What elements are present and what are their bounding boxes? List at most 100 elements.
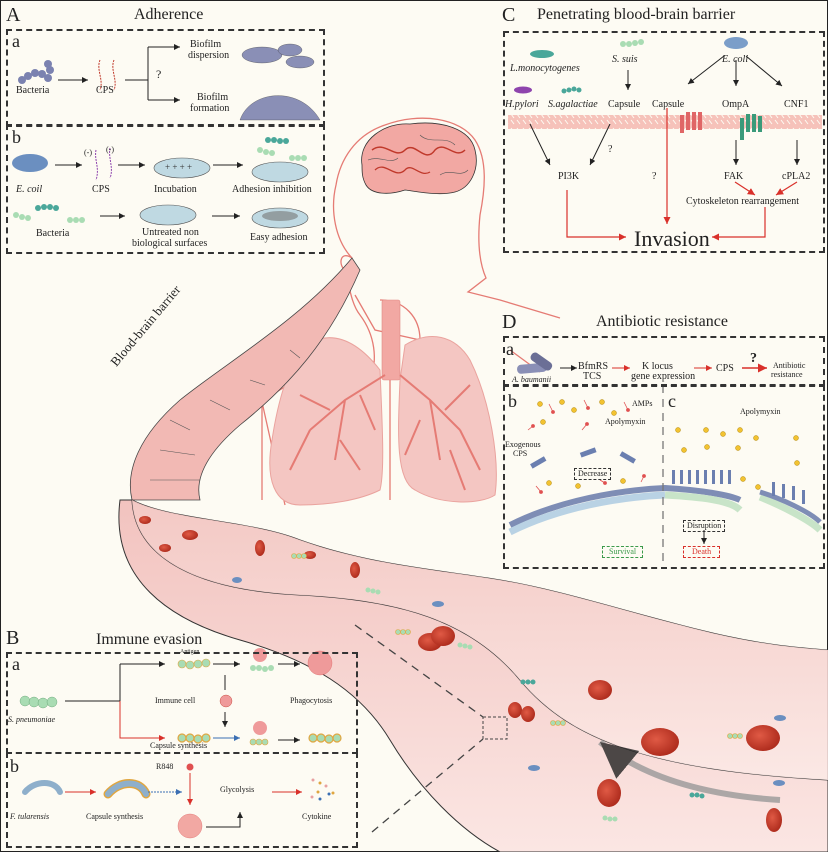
panel-b-art xyxy=(19,648,342,839)
vessel-bacteria xyxy=(232,553,786,822)
panel-b-letter: B xyxy=(6,627,20,649)
label-question-c1: ? xyxy=(608,144,613,155)
label-kloc-1: K locus xyxy=(642,361,673,372)
brain-illustration xyxy=(361,122,477,195)
cytokine-dots xyxy=(310,778,335,801)
label-easy-adhesion: Easy adhesion xyxy=(250,232,308,243)
zoom-box xyxy=(482,716,508,740)
svg-text:+ + + +: + + + + xyxy=(165,162,192,172)
ompa-protein xyxy=(740,114,762,140)
panel-b-sub-a: a xyxy=(12,654,20,674)
label-cps-d: CPS xyxy=(716,363,734,374)
panel-d-title: Antibiotic resistance xyxy=(596,313,728,330)
panel-a-art xyxy=(18,43,321,121)
panel-c-box xyxy=(503,31,825,253)
label-pi3k: PI3K xyxy=(558,171,580,182)
label-cps-b: CPS xyxy=(92,184,110,195)
label-resistance-2: resistance xyxy=(771,370,803,379)
label-ecoli: E. coil xyxy=(16,184,43,195)
red-blood-cells xyxy=(139,516,782,832)
label-invasion: Invasion xyxy=(634,226,710,251)
label-s-agalactiae: S.agalactiae xyxy=(548,99,598,110)
panel-d-letter: D xyxy=(502,311,517,333)
label-disruption: Disruption xyxy=(683,520,726,532)
label-l-monocytogenes: L.monocytogenes xyxy=(510,63,580,74)
label-fak: FAK xyxy=(724,171,744,182)
label-capsule-synthesis-b: Capsule synthesis xyxy=(86,812,144,821)
panel-a-title: Adherence xyxy=(134,6,204,23)
blood-vessel-main xyxy=(118,499,828,852)
label-capsule-ssuis: Capsule xyxy=(608,99,641,110)
label-antigen: Antigen xyxy=(180,649,200,655)
panel-d-sub-c: c xyxy=(668,391,676,411)
label-charge-2: (-) xyxy=(106,145,114,154)
blood-flow-arrow xyxy=(598,739,781,803)
label-cpla2: cPLA2 xyxy=(782,171,811,182)
panel-d-sub-a: a xyxy=(506,339,514,359)
panel-a-box-b xyxy=(6,124,325,254)
panel-a-sub-b: b xyxy=(12,127,21,147)
label-question-d: ? xyxy=(750,351,757,366)
label-decrease: Decrease xyxy=(574,468,612,480)
label-question: ? xyxy=(156,67,162,81)
label-charge-1: (-) xyxy=(84,148,92,157)
label-r848: R848 xyxy=(156,762,174,771)
zoom-connector xyxy=(354,624,484,833)
phagocyte-icon xyxy=(307,650,333,676)
label-untreated-1: Untreated non xyxy=(142,227,199,238)
label-exogenous-1: Exogenous xyxy=(505,440,541,449)
immune-cell-icon xyxy=(219,694,233,708)
label-kloc-2: gene expression xyxy=(631,371,696,382)
label-biofilm-dispersion-1: Biofilm xyxy=(190,39,222,50)
panel-c-letter: C xyxy=(502,4,516,26)
label-bfmrs-2: TCS xyxy=(583,371,602,382)
panel-b-box-b xyxy=(6,752,358,848)
label-question-c2: ? xyxy=(652,171,657,182)
panel-b-sub-b: b xyxy=(10,756,19,776)
label-biofilm-formation-2: formation xyxy=(190,103,230,114)
label-f-tularensis: F. tularensis xyxy=(10,812,50,821)
label-biofilm-formation-1: Biofilm xyxy=(197,92,229,103)
label-cytokine: Cytokine xyxy=(302,812,332,821)
lungs-illustration xyxy=(269,299,497,506)
label-resistance-1: Antibiotic xyxy=(773,361,806,370)
label-h-pylori: H.pylori xyxy=(505,99,539,110)
label-untreated-2: biological surfaces xyxy=(132,238,208,249)
label-bacteria: Bacteria xyxy=(16,85,50,96)
cnf1-protein xyxy=(680,112,702,133)
panel-d-sub-b: b xyxy=(508,391,517,411)
label-immune-cell: Immune cell xyxy=(155,696,196,705)
label-exogenous-2: CPS xyxy=(513,449,528,458)
label-death: Death xyxy=(683,546,721,558)
panel-d-box-bc xyxy=(503,385,825,569)
panel-d-art xyxy=(508,352,823,565)
label-survival: Survival xyxy=(602,546,644,558)
panel-c-art xyxy=(508,37,822,241)
label-bfmrs-1: BfmRS xyxy=(578,361,609,372)
label-cps: CPS xyxy=(96,85,114,96)
label-bacteria-b: Bacteria xyxy=(36,228,70,239)
label-capsule-ecoli: Capsule xyxy=(652,99,685,110)
label-ompa: OmpA xyxy=(722,99,750,110)
label-incubation: Incubation xyxy=(154,184,197,195)
label-amps: AMPs xyxy=(632,399,653,408)
label-biofilm-dispersion-2: dispersion xyxy=(188,50,230,61)
label-glycolysis: Glycolysis xyxy=(220,785,255,794)
label-a-baumanii: A. baumanii xyxy=(512,375,552,384)
label-cnf1: CNF1 xyxy=(784,99,809,110)
label-apolymyxin-c: Apolymyxin xyxy=(740,407,781,416)
panel-b-title: Immune evasion xyxy=(96,631,203,648)
label-s-pneumoniae: S. pneumoniae xyxy=(8,715,56,724)
panel-ab-art: + + + + xyxy=(12,137,309,229)
label-phagocytosis: Phagocytosis xyxy=(290,696,333,705)
panel-a-sub-a: a xyxy=(12,31,20,51)
panel-a-box-a xyxy=(6,29,325,127)
panel-c-title: Penetrating blood-brain barrier xyxy=(537,6,736,23)
label-cytoskeleton: Cytoskeleton rearrangement xyxy=(686,196,800,207)
panel-a-letter: A xyxy=(6,4,21,26)
label-s-suis: S. suis xyxy=(612,54,638,65)
label-capsule-synthesis-a: Capsule synthesis xyxy=(150,741,208,750)
label-apolymyxin-b: Apolymyxin xyxy=(605,417,646,426)
label-e-coli: E. coli xyxy=(722,54,749,65)
